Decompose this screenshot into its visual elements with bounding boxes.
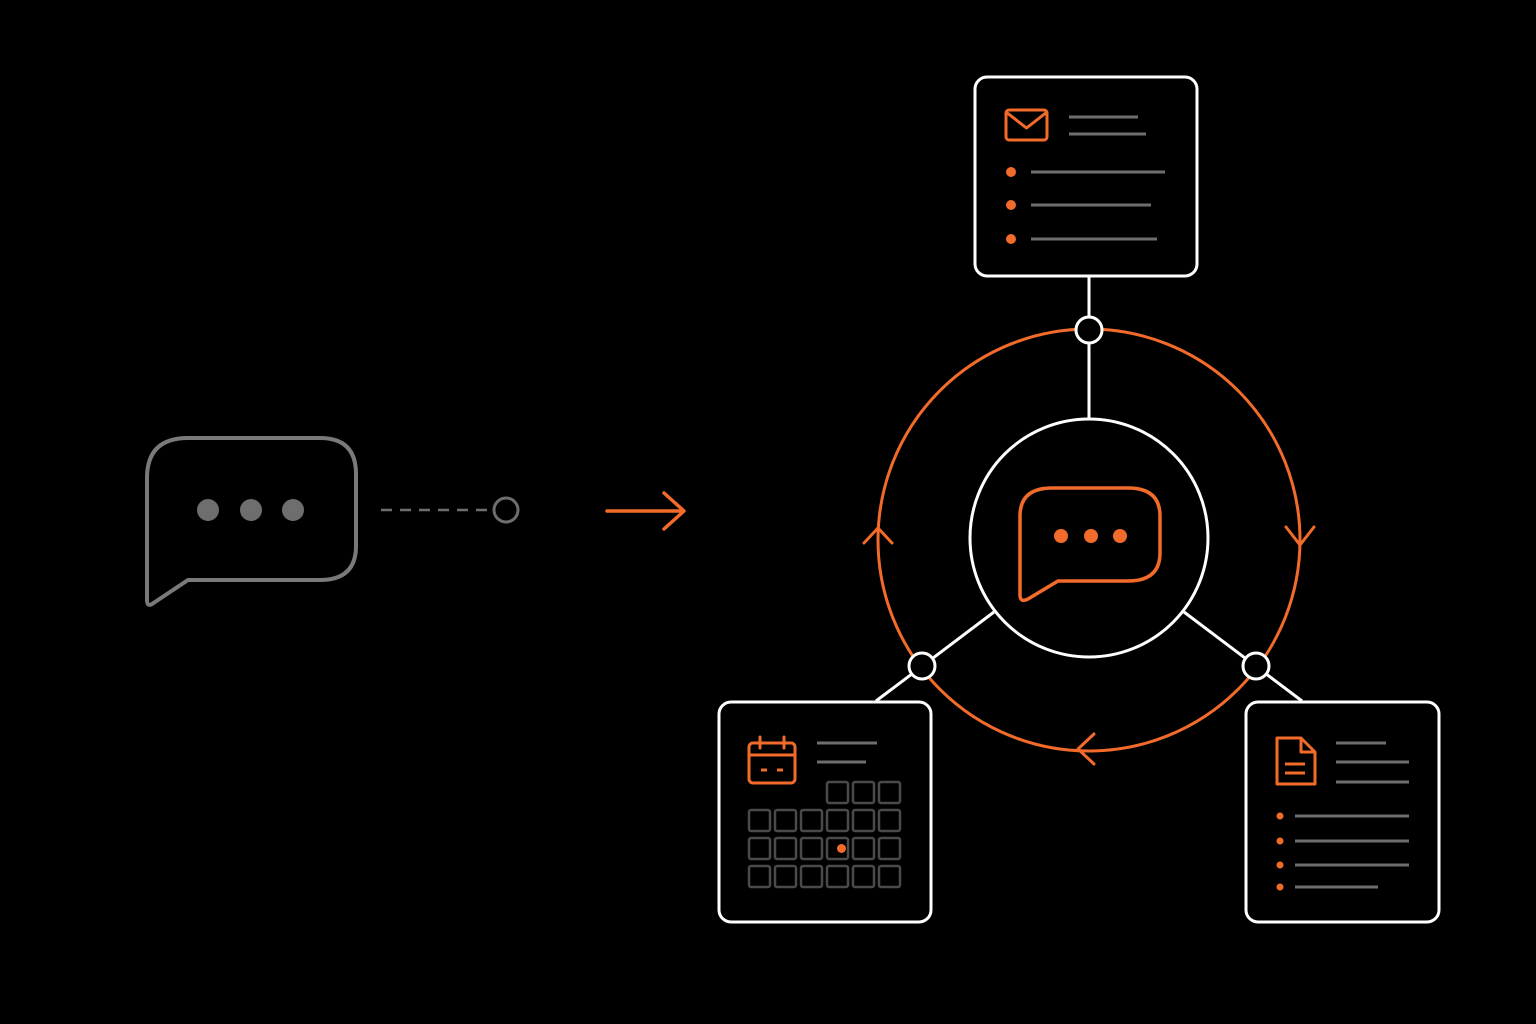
calendar-card: [717, 700, 933, 924]
calendar-day-cell: [877, 780, 902, 805]
document-card: [1244, 700, 1441, 924]
email-card-frame: [973, 75, 1199, 278]
cycle-arrow-icon: [1284, 525, 1316, 547]
source-chat-dot: [197, 499, 219, 521]
calendar-day-cell: [799, 808, 824, 833]
hub-spokes: [875, 277, 1303, 703]
calendar-day-cell: [747, 808, 772, 833]
calendar-grid: [747, 780, 902, 889]
calendar-day-cell: [747, 836, 772, 861]
cycle-arrow-icon: [862, 526, 894, 545]
email-bullet: [1006, 167, 1016, 177]
calendar-day-cell: [799, 864, 824, 889]
calendar-day-cell: [747, 864, 772, 889]
calendar-icon: [747, 735, 797, 785]
calendar-day-cell: [877, 864, 902, 889]
calendar-day-cell: [773, 836, 798, 861]
calendar-day-cell: [825, 836, 850, 861]
cycle-arrow-icon: [1076, 732, 1096, 766]
spoke-calendar: [875, 610, 995, 703]
hub-chat-bubble-icon: [1018, 486, 1162, 603]
source-chat-dot: [240, 499, 262, 521]
source-chat-bubble-icon: [145, 436, 358, 607]
hub: [968, 417, 1210, 659]
hub-chat-dot: [1054, 529, 1068, 543]
calendar-day-cell: [877, 836, 902, 861]
port-calendar: [907, 651, 937, 681]
calendar-day-cell: [825, 780, 850, 805]
email-bullet: [1006, 200, 1016, 210]
calendar-day-cell: [851, 808, 876, 833]
document-bullet: [1276, 883, 1284, 891]
source-chat: [145, 436, 520, 607]
document-icon: [1275, 736, 1317, 786]
port-email: [1074, 315, 1104, 345]
calendar-day-cell: [851, 780, 876, 805]
hub-chat-dot: [1113, 529, 1127, 543]
calendar-day-cell: [799, 836, 824, 861]
hub-chat-dot: [1084, 529, 1098, 543]
document-bullet: [1276, 837, 1284, 845]
source-port-icon: [492, 496, 520, 524]
email-card: [973, 75, 1199, 278]
document-card-frame: [1244, 700, 1441, 924]
calendar-day-cell: [825, 864, 850, 889]
calendar-day-cell: [851, 864, 876, 889]
calendar-day-cell: [773, 864, 798, 889]
envelope-icon: [1004, 108, 1049, 142]
spoke-document: [1183, 610, 1303, 703]
source-chat-dot: [282, 499, 304, 521]
calendar-day-cell: [851, 836, 876, 861]
calendar-day-cell: [877, 808, 902, 833]
calendar-day-cell: [825, 808, 850, 833]
port-document: [1241, 651, 1271, 681]
flow-arrow-right-icon: [605, 491, 686, 531]
email-bullet: [1006, 234, 1016, 244]
calendar-event-dot: [837, 844, 846, 853]
calendar-day-cell: [773, 808, 798, 833]
document-bullet: [1276, 812, 1284, 820]
document-bullet: [1276, 861, 1284, 869]
